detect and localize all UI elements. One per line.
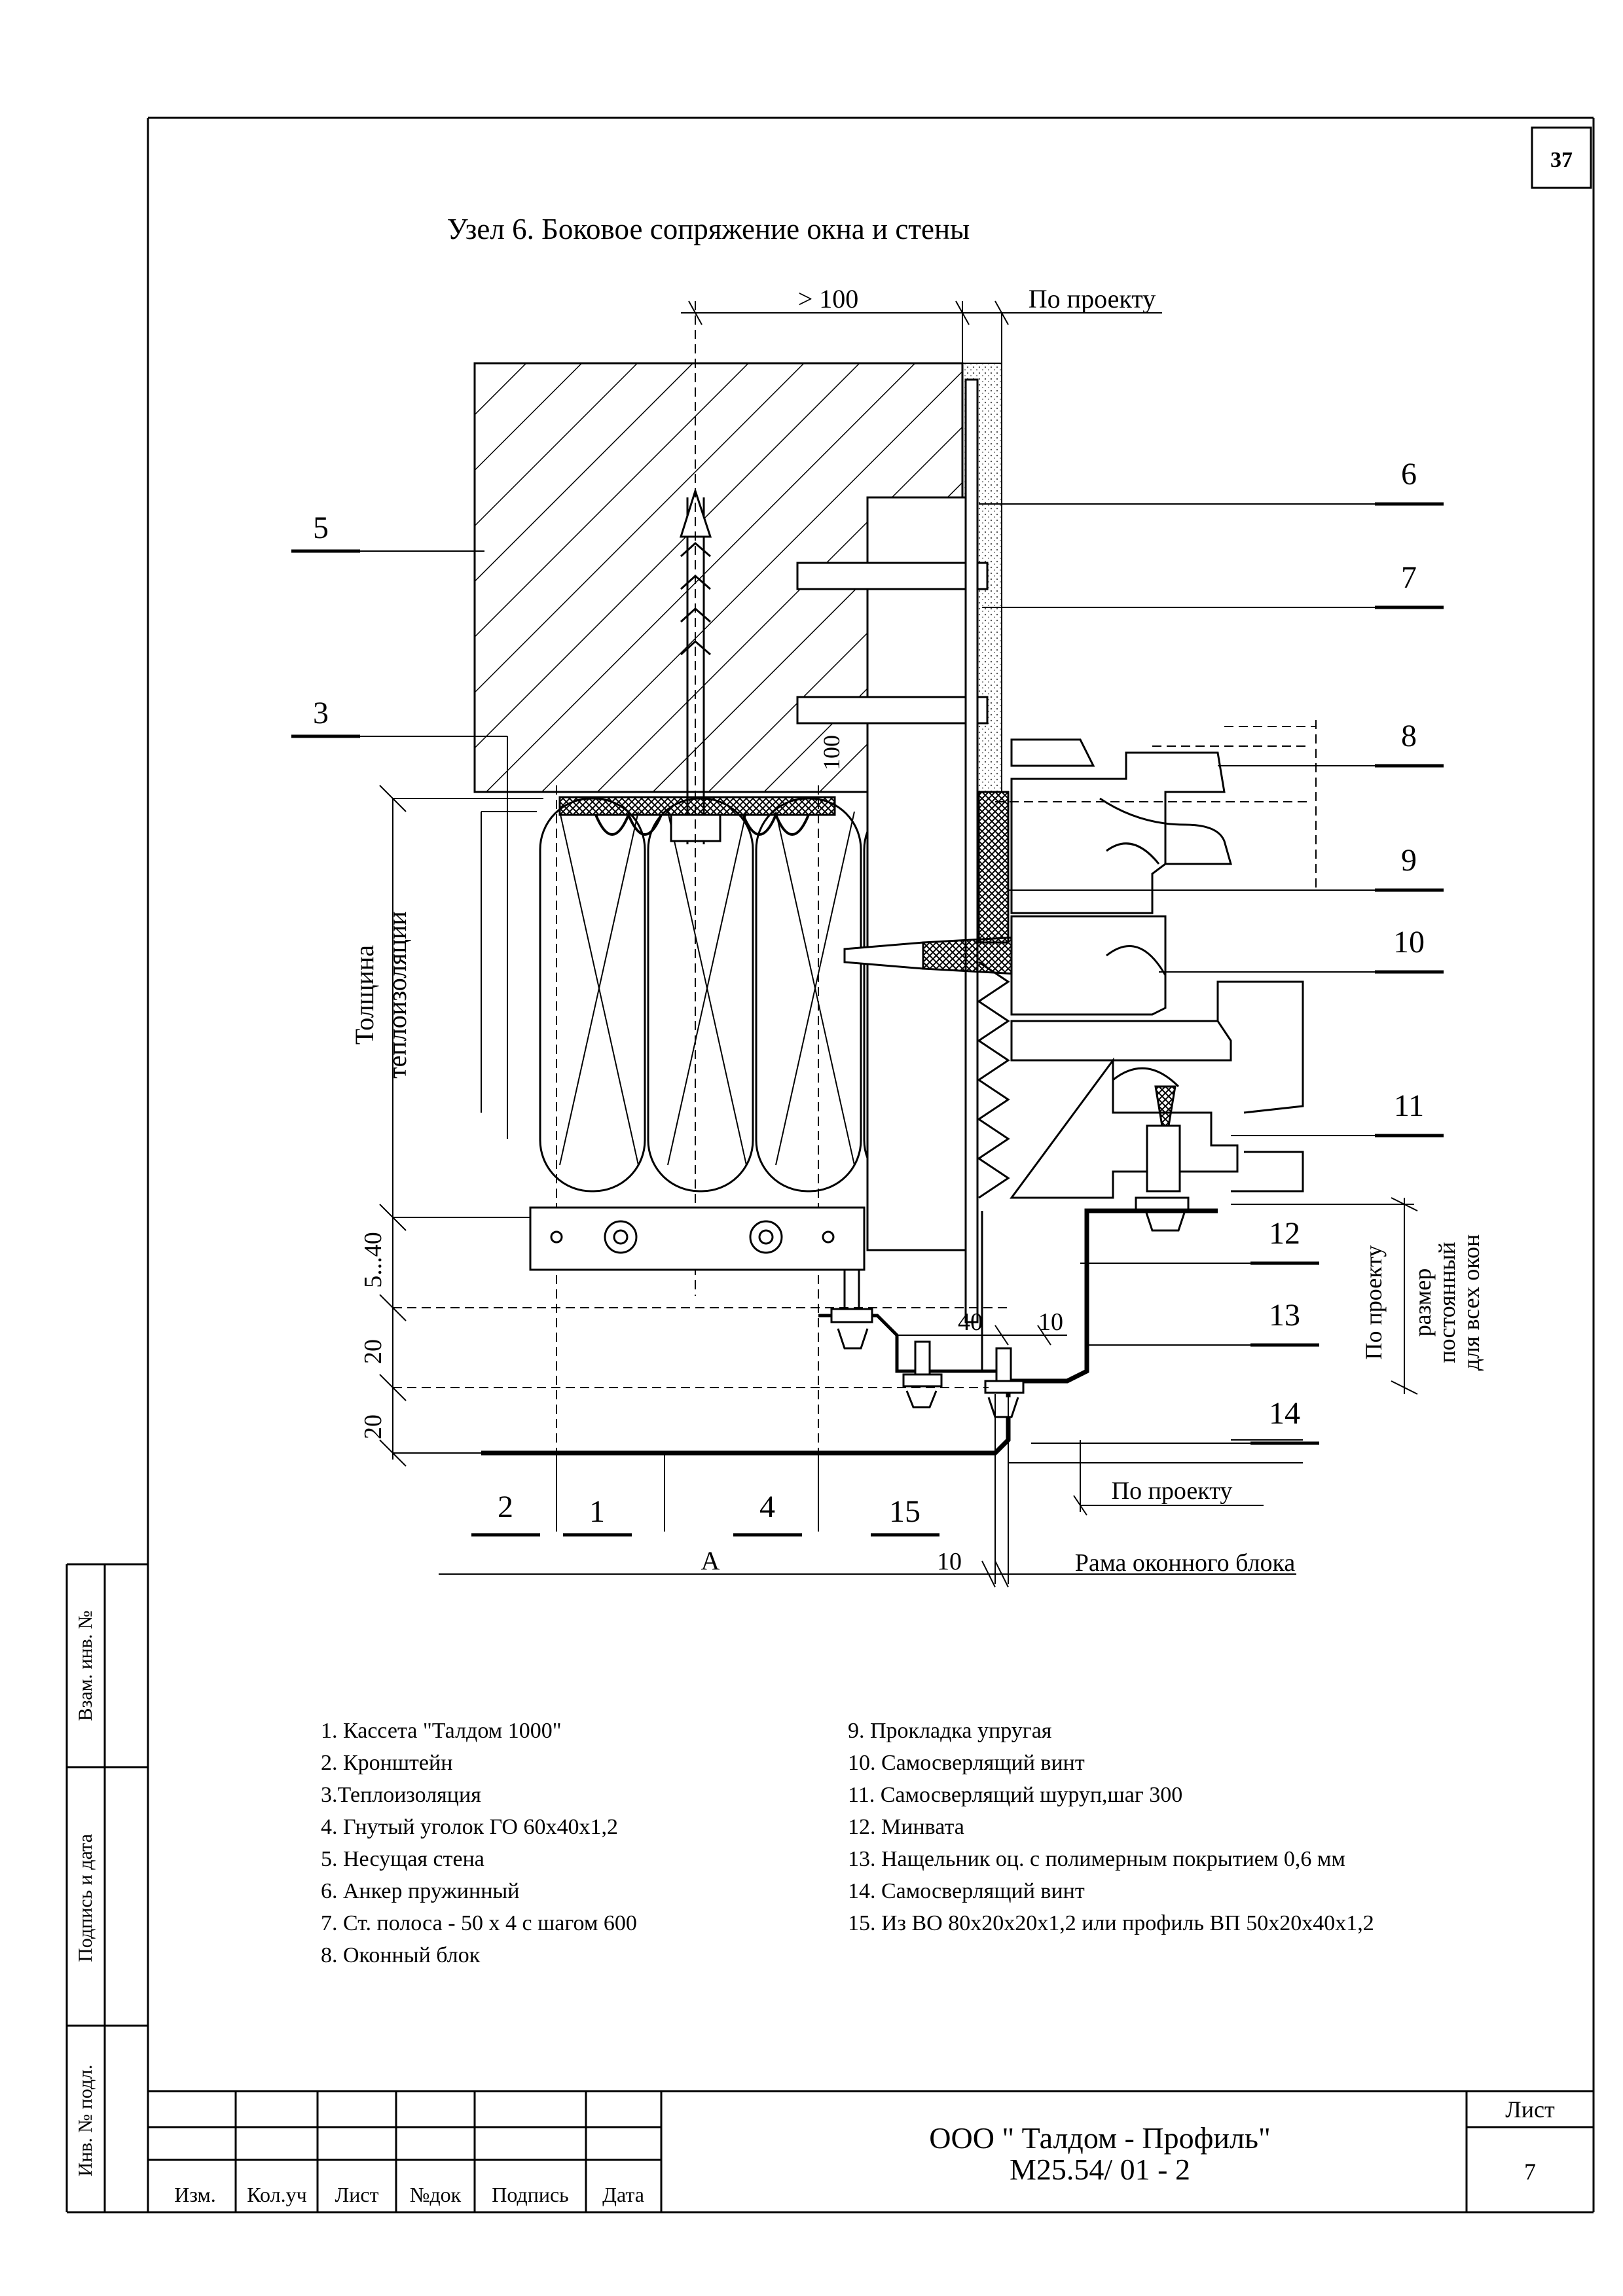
dim-bottom bbox=[439, 1394, 1303, 1588]
legend-item: 12. Минвата bbox=[848, 1815, 964, 1839]
doc-code: М25.54/ 01 - 2 bbox=[1010, 2153, 1190, 2186]
dim-a: A bbox=[701, 1546, 720, 1575]
callout-2: 2 bbox=[498, 1490, 513, 1524]
dim-size-3: для всех окон bbox=[1458, 1234, 1484, 1371]
dim-right-by-project: По проекту bbox=[1360, 1246, 1387, 1360]
col-podpis: Подпись bbox=[492, 2183, 569, 2206]
sheet-number-top: 37 bbox=[1550, 148, 1573, 172]
legend-item: 5. Несущая стена bbox=[321, 1847, 484, 1871]
callout-9: 9 bbox=[1401, 843, 1417, 878]
legend-right: 9. Прокладка упругая 10. Самосверлящий в… bbox=[848, 1715, 1374, 1939]
screw-13 bbox=[830, 1268, 873, 1350]
callout-leaders bbox=[360, 503, 1395, 1532]
dim-5-40: 5...40 bbox=[359, 1232, 387, 1288]
legend-item: 7. Ст. полоса - 50 х 4 с шагом 600 bbox=[321, 1911, 637, 1935]
legend-item: 11. Самосверлящий шуруп,шаг 300 bbox=[848, 1783, 1183, 1807]
stamp-original-inv: Инв. № подл. bbox=[75, 2065, 96, 2177]
dim-right bbox=[1231, 1197, 1418, 1395]
drawing-title: Узел 6. Боковое сопряжение окна и стены bbox=[447, 213, 970, 245]
dim-20b: 20 bbox=[359, 1414, 387, 1439]
legend-item: 6. Анкер пружинный bbox=[321, 1879, 520, 1903]
callout-7: 7 bbox=[1401, 560, 1417, 595]
legend-item: 13. Нащельник оц. с полимерным покрытием… bbox=[848, 1847, 1345, 1871]
sheet-label: Лист bbox=[1505, 2096, 1555, 2123]
dim-100: 100 bbox=[818, 735, 845, 770]
legend-item: 10. Самосверлящий винт bbox=[848, 1751, 1085, 1775]
sheet-value: 7 bbox=[1524, 2159, 1536, 2185]
callout-underlines bbox=[291, 502, 1444, 1537]
sheet-frame bbox=[67, 117, 1595, 2214]
callout-15: 15 bbox=[889, 1494, 921, 1529]
stamp-signature-date: Подпись и дата bbox=[75, 1834, 96, 1962]
legend-item: 15. Из ВО 80х20х20х1,2 или профиль ВП 50… bbox=[848, 1911, 1374, 1935]
dim-size-1: размер bbox=[1410, 1268, 1436, 1336]
callout-14: 14 bbox=[1269, 1396, 1300, 1431]
side-stamp bbox=[65, 1563, 148, 2212]
legend-item: 14. Самосверлящий винт bbox=[848, 1879, 1085, 1903]
col-data: Дата bbox=[602, 2183, 644, 2206]
col-kol-uch: Кол.уч bbox=[247, 2183, 306, 2206]
callout-6: 6 bbox=[1401, 457, 1417, 492]
mineral-wool bbox=[977, 961, 1010, 1199]
cassette-wave bbox=[594, 811, 810, 836]
callout-4: 4 bbox=[759, 1490, 775, 1524]
callout-3: 3 bbox=[313, 696, 329, 730]
screw-14b bbox=[984, 1347, 1025, 1418]
col-list: Лист bbox=[335, 2183, 378, 2206]
legend-item: 4. Гнутый уголок ГО 60х40х1,2 bbox=[321, 1815, 618, 1839]
sealing-gasket bbox=[977, 791, 1010, 944]
stamp-replaced-inv: Взам. инв. № bbox=[75, 1610, 96, 1721]
dim-left bbox=[379, 785, 543, 1467]
callout-11: 11 bbox=[1394, 1088, 1424, 1123]
dim-40: 40 bbox=[958, 1308, 983, 1336]
dim-thickness-2: теплоизоляции bbox=[382, 911, 412, 1079]
dim-top bbox=[681, 300, 1162, 363]
callout-10: 10 bbox=[1393, 925, 1425, 960]
dim-size-2: постоянный bbox=[1434, 1242, 1460, 1363]
legend-item: 3.Теплоизоляция bbox=[321, 1783, 481, 1807]
col-ndok: №док bbox=[410, 2183, 462, 2206]
dim-window-frame: Рама оконного блока bbox=[1075, 1549, 1296, 1577]
legend-left: 1. Кассета "Талдом 1000" 2. Кронштейн 3.… bbox=[321, 1715, 637, 1971]
dim-thickness-1: Толщина bbox=[350, 945, 379, 1045]
center-lines bbox=[556, 301, 819, 1525]
dim-10b: 10 bbox=[937, 1548, 962, 1575]
cassette-top bbox=[558, 796, 836, 816]
col-izm: Изм. bbox=[174, 2183, 216, 2206]
company-name: ООО " Талдом - Профиль" bbox=[929, 2121, 1270, 2155]
legend-item: 2. Кронштейн bbox=[321, 1751, 453, 1775]
flashing bbox=[481, 1208, 1218, 1456]
window-block bbox=[1010, 738, 1304, 1199]
dim-40-10 bbox=[897, 1325, 1067, 1346]
legend-item: 8. Оконный блок bbox=[321, 1943, 481, 1967]
dim-gt100: > 100 bbox=[798, 284, 859, 314]
dim-top-by-project: По проекту bbox=[1029, 284, 1156, 314]
window-frame-dash bbox=[1152, 720, 1317, 890]
dim-bottom-by-project: По проекту bbox=[1112, 1477, 1233, 1505]
callout-1: 1 bbox=[589, 1494, 605, 1529]
legend-item: 9. Прокладка упругая bbox=[848, 1719, 1052, 1743]
title-block bbox=[148, 2090, 1594, 2212]
screw-14a bbox=[902, 1340, 943, 1408]
callout-12: 12 bbox=[1269, 1216, 1300, 1251]
leader-lines-dashed bbox=[393, 801, 1309, 1388]
steel-strip bbox=[796, 378, 989, 1323]
callout-8: 8 bbox=[1401, 719, 1417, 753]
dim-20a: 20 bbox=[359, 1339, 387, 1364]
callout-13: 13 bbox=[1269, 1298, 1300, 1333]
callout-5: 5 bbox=[313, 511, 329, 545]
bracket bbox=[529, 1206, 866, 1271]
dim-10a: 10 bbox=[1038, 1308, 1063, 1336]
legend-item: 1. Кассета "Талдом 1000" bbox=[321, 1719, 562, 1743]
